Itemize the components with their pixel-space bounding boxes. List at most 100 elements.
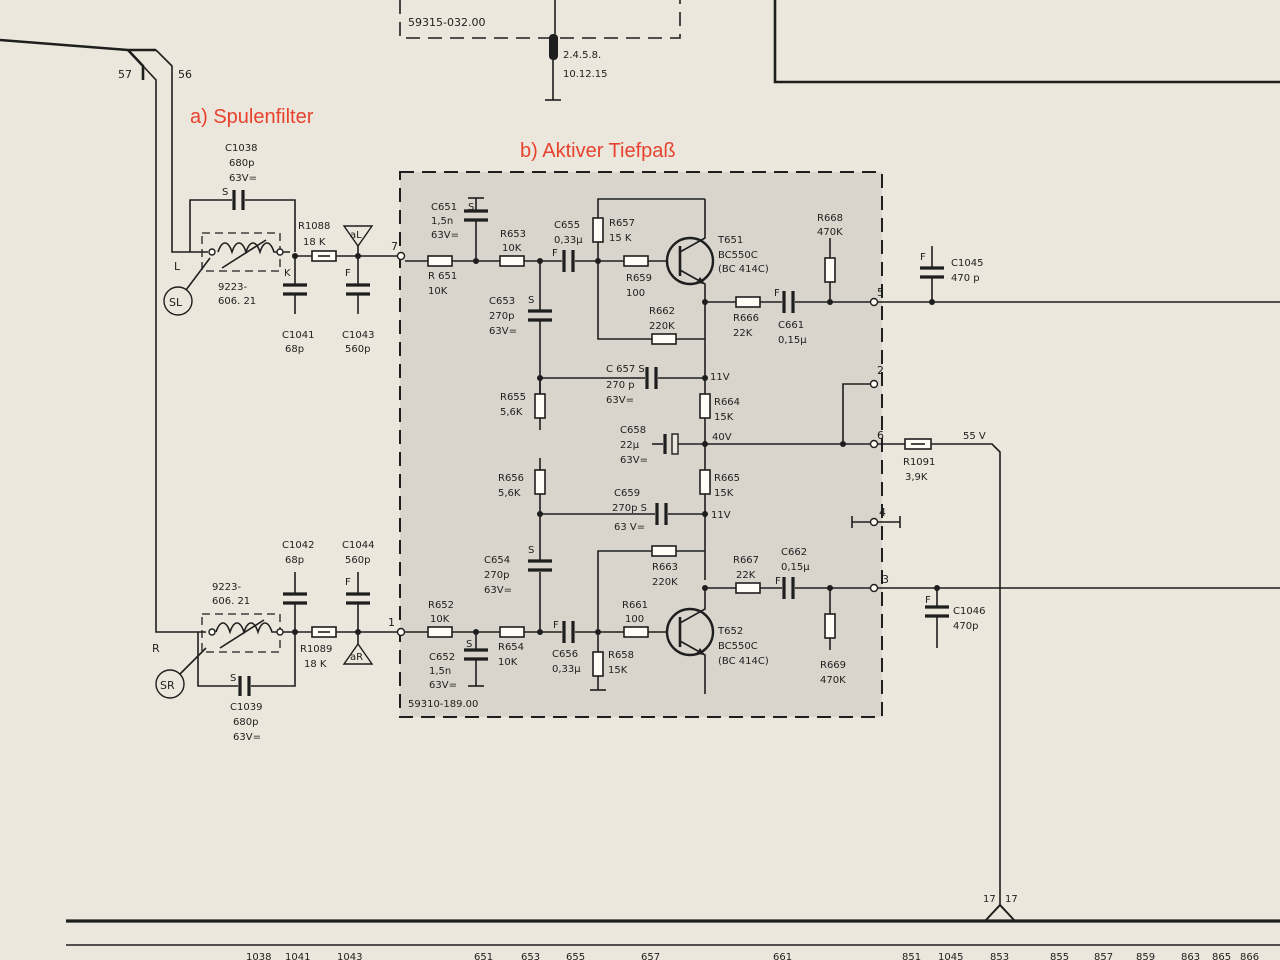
symbol-aL: aL bbox=[350, 230, 362, 241]
voltage-40v: 40V bbox=[712, 432, 732, 443]
footer-ref: 1045 bbox=[938, 952, 963, 960]
pin-7-label: 7 bbox=[391, 240, 398, 253]
r667-value: 22K bbox=[736, 570, 756, 581]
c652-value: 1,5n bbox=[429, 666, 451, 677]
r668-value: 470K bbox=[817, 227, 843, 238]
c1043-value: 560p bbox=[345, 344, 370, 355]
coil-right-ref: 9223- bbox=[212, 582, 241, 593]
c656-value: 0,33µ bbox=[552, 664, 581, 675]
c659-ref: C659 bbox=[614, 488, 640, 499]
c653-ref: C653 bbox=[489, 296, 515, 307]
r656-ref: R656 bbox=[498, 473, 524, 484]
r659-value: 100 bbox=[626, 288, 645, 299]
c658-voltage: 63V= bbox=[620, 455, 648, 466]
c653-shield-mark: S bbox=[528, 295, 534, 306]
r662-value: 220K bbox=[649, 321, 675, 332]
supply-rail: C658 22µ 63V= 40V 2 6 R1091 3,9K 55 V 4 bbox=[620, 364, 1001, 905]
c662-ref: C662 bbox=[781, 547, 807, 558]
c655-ref: C655 bbox=[554, 220, 580, 231]
r651-ref: R 651 bbox=[428, 271, 457, 282]
c1038-shield-mark: S bbox=[222, 187, 228, 198]
c1044-ref: C1044 bbox=[342, 540, 374, 551]
t652-ref: T652 bbox=[717, 626, 743, 637]
c654-shield-mark: S bbox=[528, 545, 534, 556]
footer-ref: 863 bbox=[1181, 952, 1200, 960]
c661-film-mark: F bbox=[774, 288, 780, 299]
voltage-11v-top: 11V bbox=[710, 372, 730, 383]
c652-ref: C652 bbox=[429, 652, 455, 663]
r667-ref: R667 bbox=[733, 555, 759, 566]
r666-ref: R666 bbox=[733, 313, 759, 324]
r652-ref: R652 bbox=[428, 600, 454, 611]
r654-value: 10K bbox=[498, 657, 518, 668]
wire-R-label: R bbox=[152, 642, 160, 655]
c1044-value: 560p bbox=[345, 555, 370, 566]
footer-ref: 1041 bbox=[285, 952, 310, 960]
footer-ref: 865 bbox=[1212, 952, 1231, 960]
r663-value: 220K bbox=[652, 577, 678, 588]
top-part-box: 59315-032.00 2.4.5.8. 10.12.15 bbox=[399, 0, 1280, 101]
c1041-ref: C1041 bbox=[282, 330, 314, 341]
r668-ref: R668 bbox=[817, 213, 843, 224]
right-coil-filter: 9223- 606. 21 SR S C1039 680p 63V= C1042… bbox=[155, 540, 406, 743]
r659-ref: R659 bbox=[626, 273, 652, 284]
footer-ref: 1043 bbox=[337, 952, 362, 960]
c654-ref: C654 bbox=[484, 555, 510, 566]
r669-ref: R669 bbox=[820, 660, 846, 671]
c1042-ref: C1042 bbox=[282, 540, 314, 551]
c1039-ref: C1039 bbox=[230, 702, 262, 713]
c658-ref: C658 bbox=[620, 425, 646, 436]
c657-ref: C 657 S bbox=[606, 364, 645, 375]
c652-voltage: 63V= bbox=[429, 680, 457, 691]
t651-ref: T651 bbox=[717, 235, 743, 246]
footer-ref: 857 bbox=[1094, 952, 1113, 960]
connector-text-2: 10.12.15 bbox=[563, 69, 608, 80]
c1039-value: 680p bbox=[233, 717, 258, 728]
coil-right-value: 606. 21 bbox=[212, 596, 250, 607]
c655-value: 0,33µ bbox=[554, 235, 583, 246]
c1038-ref: C1038 bbox=[225, 143, 257, 154]
input-wires: 57 56 L R bbox=[0, 38, 196, 655]
c656-film-mark: F bbox=[553, 620, 559, 631]
c1044-film-mark: F bbox=[345, 577, 351, 588]
r1091-ref: R1091 bbox=[903, 457, 935, 468]
pin-3-label: 3 bbox=[882, 573, 889, 586]
r1088-value: 18 K bbox=[303, 237, 326, 248]
top-part-number: 59315-032.00 bbox=[408, 16, 485, 29]
c655-film-mark: F bbox=[552, 248, 558, 259]
c658-value: 22µ bbox=[620, 440, 640, 451]
r654-ref: R654 bbox=[498, 642, 524, 653]
c1042-value: 68p bbox=[285, 555, 304, 566]
r653-value: 10K bbox=[502, 243, 522, 254]
bottom-bus: 17 17 bbox=[66, 894, 1280, 946]
c1045-value: 470 p bbox=[951, 273, 980, 284]
r1091-value: 3,9K bbox=[905, 472, 928, 483]
c1039-voltage: 63V= bbox=[233, 732, 261, 743]
r669-value: 470K bbox=[820, 675, 846, 686]
c662-value: 0,15µ bbox=[781, 562, 810, 573]
symbol-aR: aR bbox=[350, 652, 363, 663]
r664-value: 15K bbox=[714, 412, 734, 423]
footer-ref: 651 bbox=[474, 952, 493, 960]
voltage-55v: 55 V bbox=[963, 431, 986, 442]
annotation-coil-filter: a) Spulenfilter bbox=[190, 106, 314, 128]
symbol-SR: SR bbox=[160, 679, 175, 692]
r661-ref: R661 bbox=[622, 600, 648, 611]
bus-17-right: 17 bbox=[1005, 894, 1018, 905]
c1046-ref: C1046 bbox=[953, 606, 985, 617]
c1039-shield-mark: S bbox=[230, 673, 236, 684]
c651-ref: C651 bbox=[431, 202, 457, 213]
c1046-film-mark: F bbox=[925, 595, 931, 606]
r1088-ref: R1088 bbox=[298, 221, 330, 232]
wire-57-label: 57 bbox=[118, 68, 132, 81]
footer-ref: 855 bbox=[1050, 952, 1069, 960]
c651-voltage: 63V= bbox=[431, 230, 459, 241]
r665-ref: R665 bbox=[714, 473, 740, 484]
r666-value: 22K bbox=[733, 328, 753, 339]
pin-5-label: 5 bbox=[877, 286, 884, 299]
c659-value: 270p S bbox=[612, 503, 647, 514]
upper-lowpass-stage: R 651 10K S C651 1,5n 63V= R653 10K F C6… bbox=[405, 197, 884, 444]
wire-56-label: 56 bbox=[178, 68, 192, 81]
